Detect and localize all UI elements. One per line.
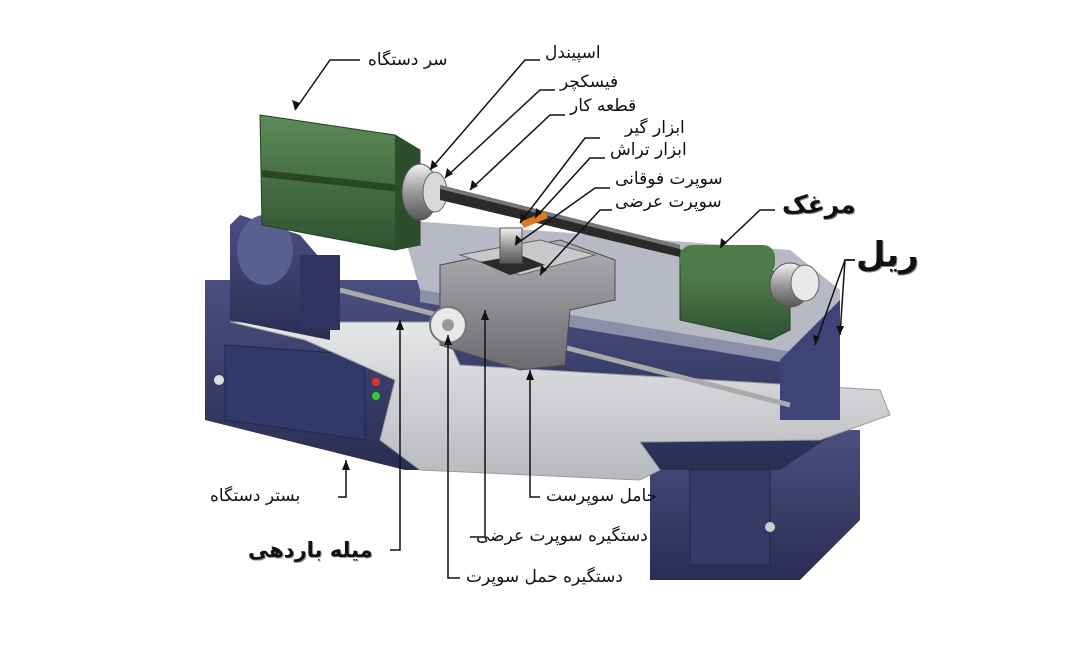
label-spindle: اسپیندل bbox=[545, 43, 601, 63]
leader-tailstock bbox=[719, 209, 775, 249]
leader-bed bbox=[338, 460, 347, 498]
leader-headstock bbox=[294, 59, 360, 111]
label-cross-slide: سوپرت عرضی bbox=[615, 192, 722, 212]
label-top-slide: سوپرت فوقانی bbox=[615, 169, 723, 189]
label-bed: بستر دستگاه bbox=[210, 486, 301, 506]
arrow-heads bbox=[292, 100, 844, 470]
carriage-handwheel bbox=[429, 306, 467, 344]
leader-cross-slide-handle bbox=[470, 310, 486, 538]
leader-top-slide bbox=[514, 187, 610, 246]
leader-spindle bbox=[429, 59, 540, 171]
label-carriage-handle: دستگیره حمل سوپرت bbox=[466, 567, 623, 587]
leader-carriage bbox=[529, 370, 540, 498]
workpiece-bar bbox=[440, 185, 680, 257]
label-workpiece: قطعه کار bbox=[570, 96, 637, 116]
label-carriage: حامل سوپرست bbox=[546, 486, 658, 506]
leader-workpiece bbox=[469, 114, 565, 191]
leader-cross-slide bbox=[539, 209, 612, 276]
label-headstock: سر دستگاه bbox=[368, 50, 448, 70]
leader-chuck bbox=[444, 89, 555, 179]
leader-tool-holder bbox=[519, 137, 600, 224]
tailstock-body bbox=[679, 245, 820, 341]
label-tool-holder: ابزار گیر bbox=[625, 118, 685, 138]
leader-carriage-handle bbox=[447, 335, 460, 579]
label-cutting-tool: ابزار تراش bbox=[610, 140, 687, 160]
leader-cutting-tool bbox=[534, 157, 605, 219]
label-tailstock: مرغک bbox=[782, 190, 856, 219]
leader-lines bbox=[294, 59, 855, 579]
carriage-body bbox=[439, 212, 616, 371]
motor-housing bbox=[230, 215, 340, 340]
label-feed-rod: میله باردهی bbox=[248, 538, 373, 562]
spindle-chuck bbox=[401, 163, 448, 221]
label-cross-slide-handle: دستگیره سوپرت عرضی bbox=[476, 526, 648, 546]
label-chuck: فیسکچر bbox=[560, 72, 619, 92]
leader-feed-rod bbox=[390, 320, 401, 551]
leader-rail-2 bbox=[839, 259, 855, 336]
label-rail: ریل bbox=[856, 235, 919, 275]
